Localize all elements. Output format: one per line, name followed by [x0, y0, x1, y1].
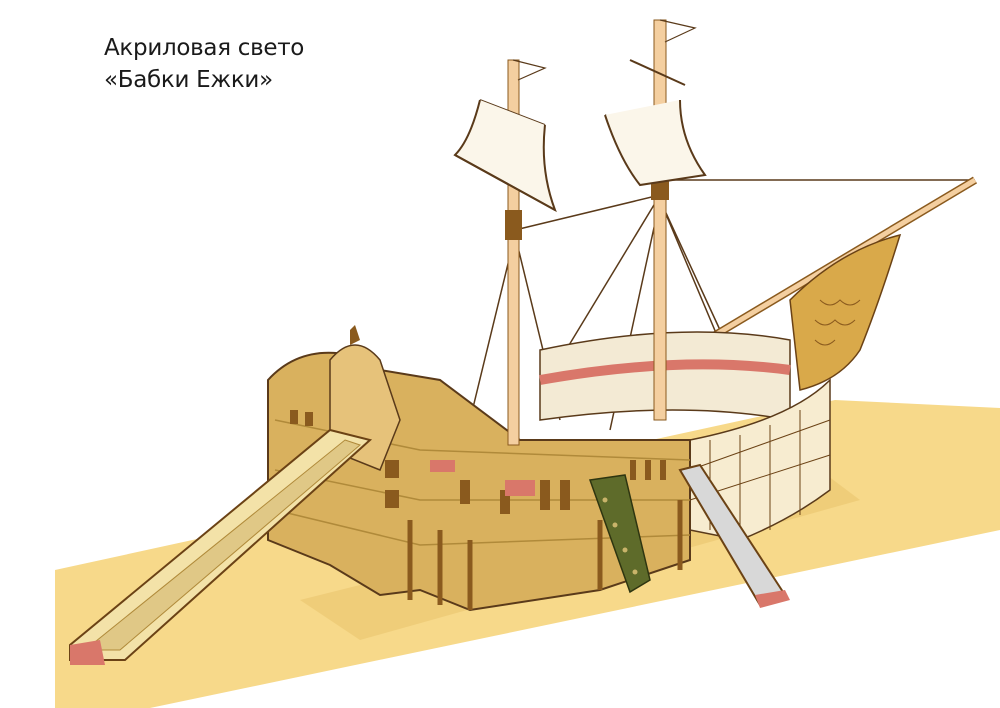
- flags: [512, 19, 697, 81]
- caption-line-2: «Бабки Ежки»: [104, 67, 273, 93]
- mesh-wall: [689, 378, 831, 541]
- climbing-wall: [588, 474, 651, 594]
- main-mast: [653, 19, 667, 421]
- caption: Акриловая свето «Бабки Ежки»: [104, 32, 304, 96]
- caption-line-1: Акриловая свето: [104, 35, 305, 61]
- hull-windows: [290, 410, 666, 514]
- sails: [453, 59, 707, 213]
- bow-figurehead: [789, 233, 902, 391]
